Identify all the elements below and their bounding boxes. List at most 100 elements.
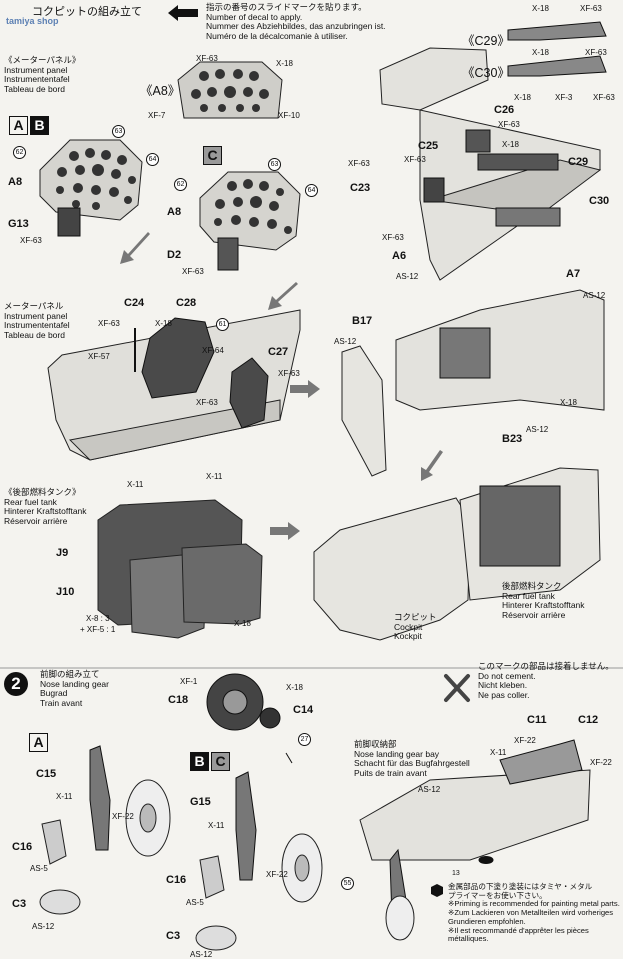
no-glue-note: このマークの部品は接着しません。 Do not cement. Nicht kl…	[478, 661, 614, 700]
primer-en: ※Priming is recommended for painting met…	[448, 899, 620, 909]
step2-title-de: Bugrad	[40, 688, 68, 699]
cockpit-de: Kockpit	[394, 631, 422, 642]
primer-de: ※Zum Lackieren von Metallteilen wird vor…	[448, 908, 614, 926]
decal-xf63-c29b: XF-63	[585, 48, 607, 57]
part-d2: D2	[167, 249, 182, 261]
part-a8-ab: A8	[8, 176, 23, 188]
step1-title: コクピットの組み立て	[32, 6, 142, 18]
instrument-panel-2-en: Instrument panel	[4, 310, 68, 321]
decal-xf1: XF-1	[180, 677, 198, 686]
decal-note-en: Number of decal to apply.	[206, 11, 303, 22]
decal-note-fr: Numéro de la décalcomanie à utiliser.	[206, 30, 348, 41]
decal-xf63-c30: XF-63	[593, 93, 615, 102]
decal-xf63-c28: XF-63	[196, 398, 218, 407]
decal-xf7-a8: XF-7	[148, 111, 166, 120]
rear-tank-label: 《後部燃料タンク》 Rear fuel tank Hinterer Krafts…	[4, 487, 87, 526]
mark-61: 61	[216, 318, 229, 331]
step2-title-fr: Train avant	[40, 697, 83, 708]
part-c26: C26	[494, 104, 515, 116]
decal-x18-wheel: X-18	[286, 683, 303, 692]
decal-xf63-d2: XF-63	[182, 267, 204, 276]
version-box-b: B	[30, 116, 49, 135]
part-c3-a: C3	[12, 898, 27, 910]
primer-fr: ※Il est recommandé d'apprêter les pièces…	[448, 925, 589, 944]
part-c3-bc: C3	[166, 930, 181, 942]
no-glue-fr: Ne pas coller.	[478, 689, 530, 700]
instrument-panel-2-de: Instrumententafel	[4, 320, 70, 331]
gear-bay-label: 前脚収納部 Nose landing gear bay Schacht für …	[354, 739, 470, 778]
mark-55: 55	[341, 877, 354, 890]
part-a7: A7	[566, 268, 581, 280]
decal-xf3-c30: XF-3	[555, 93, 573, 102]
decal-xf63-c24: XF-63	[98, 319, 120, 328]
gear-bay-jp: 前脚収納部	[354, 739, 397, 749]
gear-bay-fr: Puits de train avant	[354, 767, 427, 778]
part-c28: C28	[176, 297, 197, 309]
mark-63: 63	[112, 125, 125, 138]
decal-xf63-a6: XF-63	[382, 233, 404, 242]
mark-27: 27	[298, 733, 311, 746]
rear-tank-fr: Réservoir arrière	[4, 515, 68, 526]
decal-x18-c30: X-18	[514, 93, 531, 102]
mark-62: 62	[13, 146, 26, 159]
decal-x11-c11: X-11	[490, 748, 507, 757]
decal-xf57: XF-57	[88, 352, 110, 361]
decal-x11-tank-b: X-11	[127, 480, 144, 489]
instrument-panel-de: Instrumententafel	[4, 74, 70, 85]
part-c27: C27	[268, 346, 289, 358]
variant-a8: 《A8》	[140, 84, 181, 98]
decal-mix-2: + XF-5 : 1	[80, 625, 116, 634]
decal-as12-b23: AS-12	[526, 425, 549, 434]
part-c15: C15	[36, 768, 57, 780]
decal-note-de: Nummer des Abziehbildes, das anzubringen…	[206, 21, 386, 32]
instrument-panel-label-2: メーターパネル Instrument panel Instrumententaf…	[4, 301, 70, 340]
instrument-panel-jp: 《メーターパネル》	[4, 55, 81, 65]
decal-x18-a8: X-18	[276, 59, 293, 68]
part-c11: C11	[527, 714, 547, 726]
version-box-b-step2: B	[190, 752, 209, 771]
cockpit-label: コクピット Cockpit Kockpit	[394, 612, 437, 642]
decal-xf63-c27: XF-63	[278, 369, 300, 378]
part-c12: C12	[578, 714, 599, 726]
decal-xf63-g13: XF-63	[20, 236, 42, 245]
part-c25: C25	[418, 140, 439, 152]
decal-mix-1: X-8 : 3	[86, 614, 110, 623]
decal-x18-c29b: X-18	[532, 48, 549, 57]
variant-c29: 《C29》	[462, 34, 510, 48]
instrument-panel-2-jp: メーターパネル	[4, 301, 64, 311]
instrument-panel-fr: Tableau de bord	[4, 83, 65, 94]
part-c14: C14	[293, 704, 314, 716]
part-a8-c: A8	[167, 206, 182, 218]
decal-as12-b17: AS-12	[334, 337, 357, 346]
primer-jp-2: プライマーをお使い下さい。	[448, 890, 547, 900]
gear-bay-de: Schacht für das Bugfahrgestell	[354, 758, 470, 769]
decal-xf22-a: XF-22	[112, 812, 134, 821]
watermark: tamiya shop	[6, 16, 59, 26]
decal-as12-bc: AS-12	[190, 950, 213, 959]
instrument-panel-en: Instrument panel	[4, 64, 68, 75]
decal-note: 指示の番号のスライドマークを貼ります。 Number of decal to a…	[206, 2, 386, 41]
decal-xf22-c12: XF-22	[590, 758, 612, 767]
part-c29: C29	[568, 156, 589, 168]
decal-as5-a: AS-5	[30, 864, 48, 873]
decal-xf63-c23: XF-63	[348, 159, 370, 168]
step2-title-en: Nose landing gear	[40, 678, 109, 689]
gear-bay-en: Nose landing gear bay	[354, 748, 440, 759]
part-j10: J10	[56, 586, 75, 598]
part-g15: G15	[190, 796, 211, 808]
rear-tank-jp: 《後部燃料タンク》	[4, 487, 81, 497]
decal-xf63-c26: XF-63	[498, 120, 520, 129]
version-box-c: C	[203, 146, 222, 165]
decal-x18-c29: X-18	[532, 4, 549, 13]
mark-64: 64	[146, 153, 159, 166]
rear-tank-2-en: Rear fuel tank	[502, 590, 555, 601]
no-glue-jp: このマークの部品は接着しません。	[478, 661, 614, 671]
rear-tank-de: Hinterer Kraftstofftank	[4, 506, 87, 517]
rear-tank-en: Rear fuel tank	[4, 496, 57, 507]
part-j9: J9	[56, 547, 69, 559]
mark-62-c: 62	[174, 178, 187, 191]
decal-xf63-c25: XF-63	[404, 155, 426, 164]
part-g13: G13	[8, 218, 29, 230]
instrument-panel-label: 《メーターパネル》 Instrument panel Instrumentent…	[4, 55, 81, 94]
